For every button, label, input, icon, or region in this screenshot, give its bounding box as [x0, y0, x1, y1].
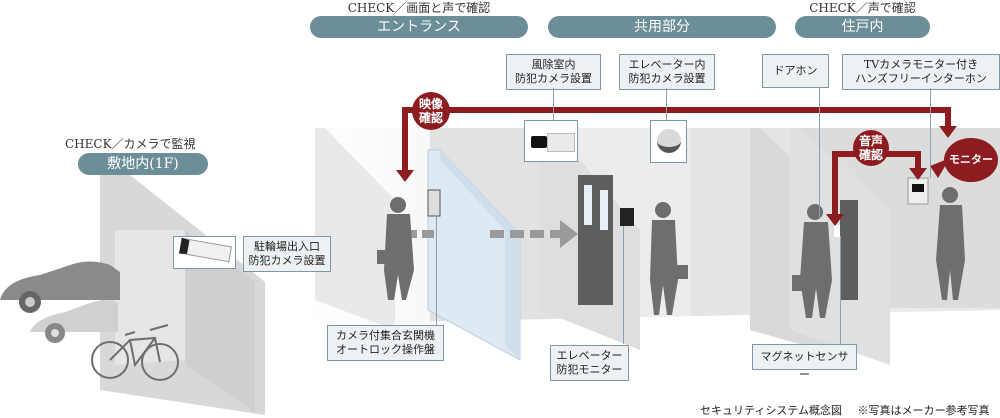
box-camera-icon — [531, 136, 547, 148]
leader-line — [930, 88, 931, 178]
callout-tv-intercom: TVカメラモニター付き ハンズフリーインターホン — [842, 54, 1000, 90]
zone-pill-common: 共用部分 — [548, 16, 776, 38]
badge-video-check: 映像 確認 — [412, 92, 450, 130]
callout-bicycle-camera: 駐輪場出入口 防犯カメラ設置 — [243, 236, 331, 272]
box-camera-photo — [524, 120, 578, 162]
callout-elevator-monitor: エレベーター 防犯モニター — [550, 345, 629, 381]
bullet-camera-icon — [178, 237, 233, 263]
callout-entrance-panel: カメラ付集合玄関機 オートロック操作盤 — [327, 325, 444, 361]
bicycle-icon — [91, 324, 179, 381]
callout-magnet-sensor: マグネットセンサー — [752, 344, 857, 381]
person-resident — [936, 187, 965, 300]
leader-line — [436, 215, 437, 327]
leader-line — [553, 88, 554, 120]
zone-pill-entrance: エントランス — [310, 16, 528, 38]
car-icon — [0, 261, 120, 343]
callout-vestibule-camera: 風除室内 防犯カメラ設置 — [506, 54, 601, 90]
leader-line — [819, 88, 820, 218]
zone-check-dwelling: CHECK／声で確認 — [809, 1, 916, 15]
person-entrance — [377, 197, 414, 300]
callout-elevator-camera: エレベーター内 防犯カメラ設置 — [619, 54, 715, 90]
leader-line — [623, 226, 624, 344]
leader-line — [666, 88, 667, 120]
callout-door-phone: ドアホン — [762, 54, 829, 88]
caption-note: ※写真はメーカー参考写真 — [857, 404, 990, 417]
diagram-caption: セキュリティシステム概念図 ※写真はメーカー参考写真 — [700, 402, 990, 418]
dwelling-door — [840, 200, 858, 300]
badge-monitor: モニター — [944, 138, 998, 182]
person-elevator — [650, 202, 688, 315]
entrance-panel-device — [427, 189, 441, 217]
dome-camera-photo — [650, 120, 687, 163]
zone-pill-site: 敷地内(1F) — [78, 153, 208, 175]
badge-audio-check: 音声 確認 — [853, 130, 889, 166]
zone-check-site: CHECK／カメラで監視 — [65, 137, 196, 151]
caption-title: セキュリティシステム概念図 — [700, 404, 843, 417]
zone-check-entrance: CHECK／画面と声で確認 — [347, 1, 491, 15]
person-silhouettes — [377, 187, 965, 318]
dome-camera-icon — [657, 129, 681, 153]
arrowheads — [396, 126, 957, 226]
zone-pill-dwelling: 住戸内 — [795, 16, 930, 38]
leader-line — [840, 236, 841, 344]
bullet-camera-photo — [173, 236, 236, 269]
